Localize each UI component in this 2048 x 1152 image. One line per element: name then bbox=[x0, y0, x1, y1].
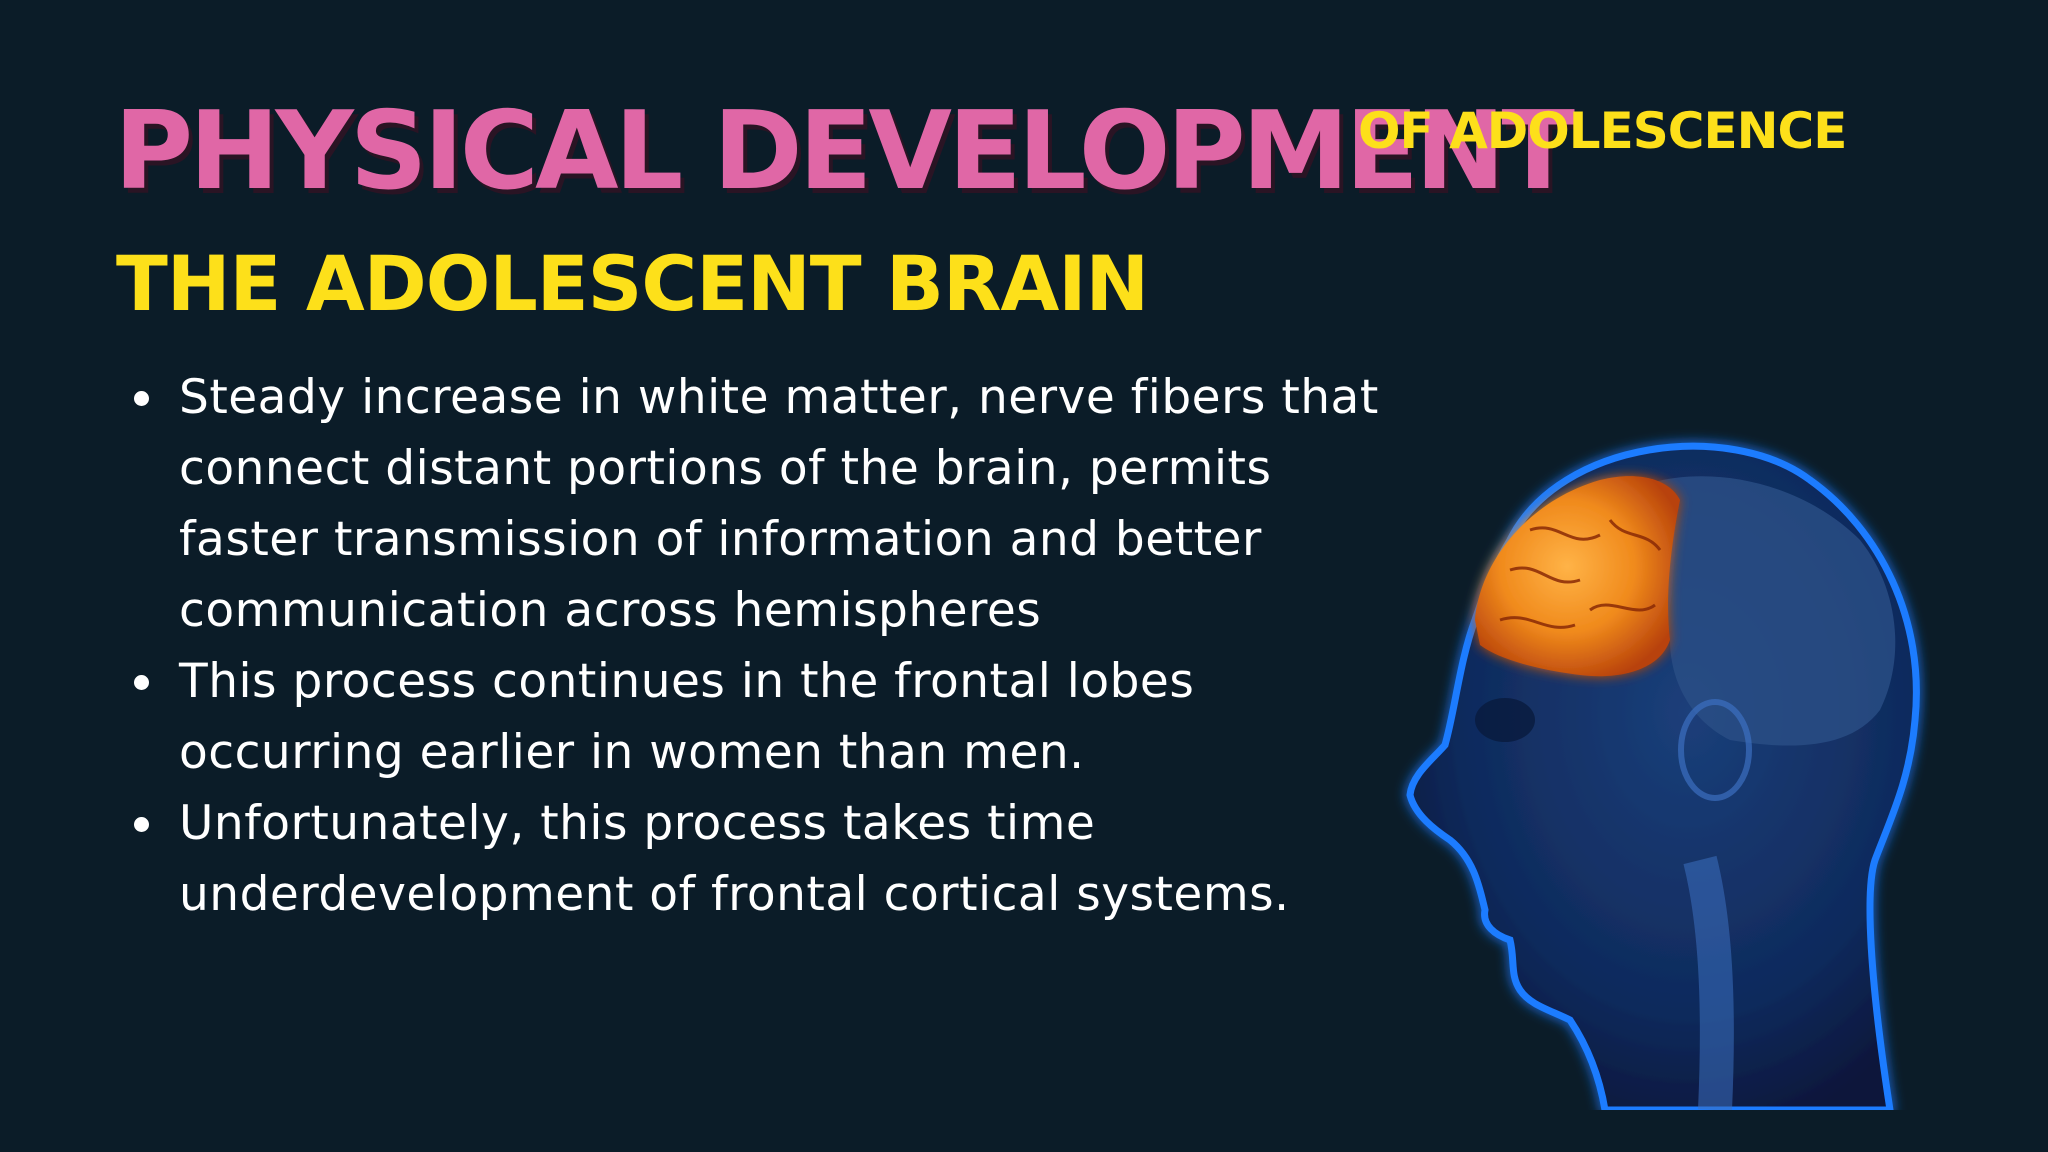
title-suffix: OF ADOLESCENCE bbox=[1358, 102, 1847, 160]
bullet-item: Unfortunately, this process takes time u… bbox=[134, 788, 1414, 930]
brain-folds bbox=[1499, 519, 1662, 629]
bullet-dot-icon bbox=[134, 675, 149, 690]
subtitle: THE ADOLESCENT BRAIN bbox=[116, 239, 1149, 328]
bullet-list: Steady increase in white matter, nerve f… bbox=[134, 362, 1414, 930]
bullet-text: Unfortunately, this process takes time u… bbox=[179, 796, 1290, 922]
bullet-item: Steady increase in white matter, nerve f… bbox=[134, 362, 1414, 646]
eye-socket-shape bbox=[1475, 698, 1535, 742]
bullet-dot-icon bbox=[134, 391, 149, 406]
frontal-lobe-shape bbox=[1475, 476, 1680, 677]
bullet-text: This process continues in the frontal lo… bbox=[179, 654, 1195, 780]
bullet-dot-icon bbox=[134, 817, 149, 832]
head-brain-illustration bbox=[1406, 442, 1920, 1110]
ear-shape bbox=[1678, 699, 1752, 801]
bullet-text: Steady increase in white matter, nerve f… bbox=[179, 370, 1379, 638]
bullet-item: This process continues in the frontal lo… bbox=[134, 646, 1414, 788]
brain-back-shape bbox=[1630, 476, 1896, 746]
title-main: PHYSICAL DEVELOPMENT bbox=[114, 89, 1575, 214]
spine-shape bbox=[1683, 855, 1734, 1110]
